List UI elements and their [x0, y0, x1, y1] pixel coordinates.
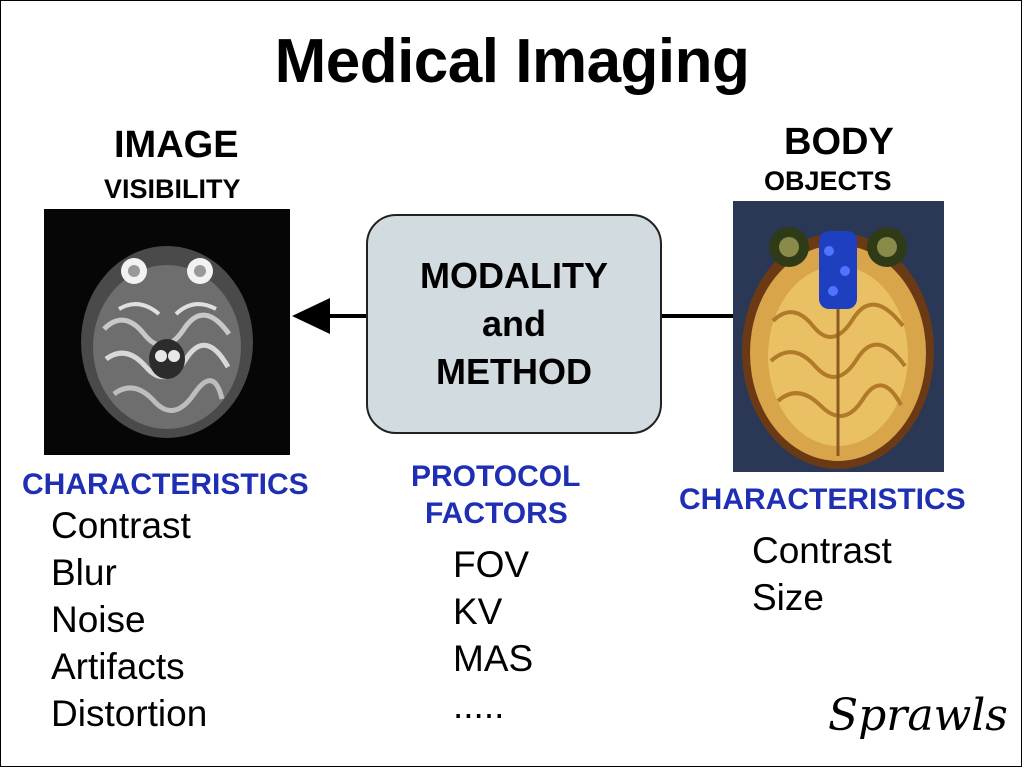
anatomical-brain-image	[733, 201, 944, 472]
modality-method-box: MODALITY and METHOD	[366, 214, 662, 434]
author-signature: Sprawls	[828, 690, 1008, 741]
list-item: KV	[453, 591, 503, 632]
box-line-modality: MODALITY	[420, 255, 608, 296]
list-item: Contrast	[752, 530, 892, 571]
image-heading: IMAGE	[114, 124, 239, 166]
body-heading: BODY	[784, 121, 894, 163]
object-characteristics-list: Contrast Size	[752, 527, 892, 621]
box-line-and: and	[481, 303, 546, 344]
list-item: .....	[453, 685, 505, 726]
list-item: MAS	[453, 638, 534, 679]
box-line-method: METHOD	[436, 351, 592, 392]
list-item: Noise	[51, 599, 146, 640]
list-item: Size	[752, 577, 824, 618]
list-item: Blur	[51, 552, 117, 593]
protocol-label: PROTOCOL	[411, 460, 581, 493]
left-characteristics-label: CHARACTERISTICS	[22, 468, 309, 501]
mri-brain-image	[44, 209, 290, 455]
list-item: FOV	[453, 544, 530, 585]
visibility-subheading: VISIBILITY	[104, 174, 241, 204]
mri-brain-icon	[81, 246, 253, 438]
brain-section-icon	[742, 227, 934, 469]
arrow-left-icon	[292, 298, 330, 334]
list-item: Artifacts	[51, 646, 185, 687]
connector-arrow	[292, 298, 736, 334]
protocol-factors-list: FOV KV MAS .....	[453, 541, 533, 729]
image-characteristics-list: Contrast Blur Noise Artifacts Distortion	[51, 502, 207, 737]
list-item: Distortion	[51, 693, 208, 734]
factors-label: FACTORS	[425, 497, 568, 530]
slide-title: Medical Imaging	[274, 27, 750, 96]
right-characteristics-label: CHARACTERISTICS	[679, 483, 966, 516]
objects-subheading: OBJECTS	[764, 166, 892, 196]
list-item: Contrast	[51, 505, 191, 546]
